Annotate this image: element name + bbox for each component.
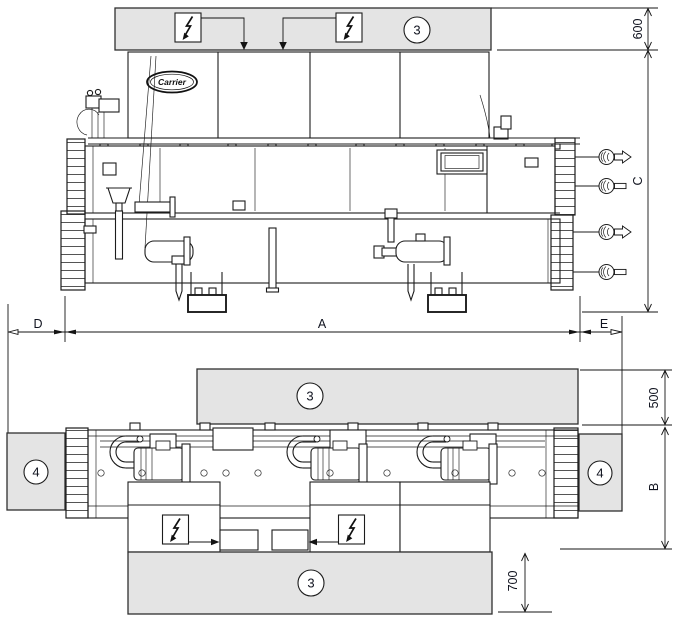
dimension-700: 700 bbox=[498, 552, 552, 613]
svg-text:3: 3 bbox=[413, 23, 420, 38]
support-foot-left bbox=[187, 272, 227, 313]
length-dimensions: D A E bbox=[7, 296, 623, 434]
callout-3-top: 3 bbox=[403, 16, 431, 44]
svg-text:B: B bbox=[647, 483, 661, 491]
cable-arrow-left bbox=[308, 538, 317, 546]
svg-text:A: A bbox=[318, 317, 327, 331]
svg-text:3: 3 bbox=[307, 576, 314, 591]
flange-lower-right bbox=[550, 214, 574, 291]
svg-text:C: C bbox=[631, 176, 645, 185]
water-connection-icon bbox=[598, 264, 615, 280]
svg-text:Carrier: Carrier bbox=[158, 77, 187, 87]
flow-arrow-icon bbox=[614, 225, 632, 239]
tube-removal-zone-right: 4 bbox=[578, 433, 623, 512]
left-piping bbox=[76, 55, 157, 249]
water-connection-icon bbox=[598, 224, 615, 240]
flange-upper-right bbox=[554, 137, 576, 216]
plan-flange-left bbox=[65, 427, 89, 519]
water-connection-icon bbox=[598, 178, 615, 194]
dimension-A: A bbox=[65, 317, 580, 335]
cable-entry-arrow-left bbox=[240, 42, 248, 50]
center-post bbox=[265, 227, 280, 293]
svg-text:3: 3 bbox=[306, 389, 313, 404]
front-clearance-zone bbox=[127, 551, 493, 615]
svg-text:500: 500 bbox=[647, 388, 661, 409]
oil-piping-right bbox=[373, 208, 451, 302]
plan-warning-box-right bbox=[337, 514, 366, 545]
cable-route-line-left bbox=[201, 17, 245, 43]
connection-stub-icon bbox=[614, 268, 627, 276]
mounting-holes bbox=[97, 469, 546, 477]
connection-stub-icon bbox=[614, 182, 627, 190]
cable-arrow-right bbox=[211, 538, 220, 546]
dimension-C: C bbox=[582, 49, 658, 313]
svg-text:600: 600 bbox=[631, 19, 645, 40]
carrier-logo: Carrier bbox=[146, 70, 198, 94]
svg-text:D: D bbox=[33, 317, 42, 331]
elevation-view: 3 600 C Carrier bbox=[60, 7, 658, 313]
dimension-B: B bbox=[560, 426, 672, 550]
water-connection-icon bbox=[598, 149, 615, 165]
svg-text:4: 4 bbox=[596, 466, 603, 481]
dimension-500: 500 bbox=[580, 369, 672, 426]
plan-warning-box-left bbox=[161, 514, 190, 545]
top-clearance-zone bbox=[114, 7, 492, 51]
svg-text:E: E bbox=[600, 317, 608, 331]
dimension-E: E bbox=[580, 317, 622, 335]
cable-entry-arrow-right bbox=[279, 42, 287, 50]
support-foot-right bbox=[427, 272, 467, 313]
electrical-warning-box-right bbox=[335, 12, 363, 43]
enclosure-pipe-curve bbox=[479, 94, 491, 139]
electrical-warning-box-left bbox=[174, 12, 202, 43]
nameplate bbox=[524, 157, 539, 168]
dimension-D: D bbox=[8, 317, 65, 335]
tube-removal-zone-left: 4 bbox=[6, 432, 66, 511]
callout-3-plan-top: 3 bbox=[296, 382, 324, 410]
plan-view: 3 500 B 4 4 bbox=[6, 368, 672, 615]
sensor-stub bbox=[83, 225, 97, 234]
flange-upper-left bbox=[66, 138, 86, 215]
unit-enclosure: Carrier bbox=[127, 51, 512, 140]
flow-arrow-icon bbox=[614, 150, 632, 164]
cable-route-line-right bbox=[282, 17, 336, 43]
cable-entry-plate-2 bbox=[271, 529, 309, 551]
cable-entry-plate-1 bbox=[219, 529, 259, 551]
callout-3-plan-bottom: 3 bbox=[297, 569, 325, 597]
oil-piping-left bbox=[106, 187, 194, 302]
flange-lower-left bbox=[60, 210, 86, 291]
water-connections bbox=[573, 149, 632, 280]
plan-flange-right bbox=[553, 427, 579, 519]
control-boxes bbox=[127, 481, 491, 553]
dimension-600: 600 bbox=[491, 7, 658, 51]
side-clearance-zone bbox=[196, 368, 579, 425]
svg-text:4: 4 bbox=[32, 465, 39, 480]
svg-text:700: 700 bbox=[506, 571, 520, 592]
control-display bbox=[436, 149, 488, 175]
